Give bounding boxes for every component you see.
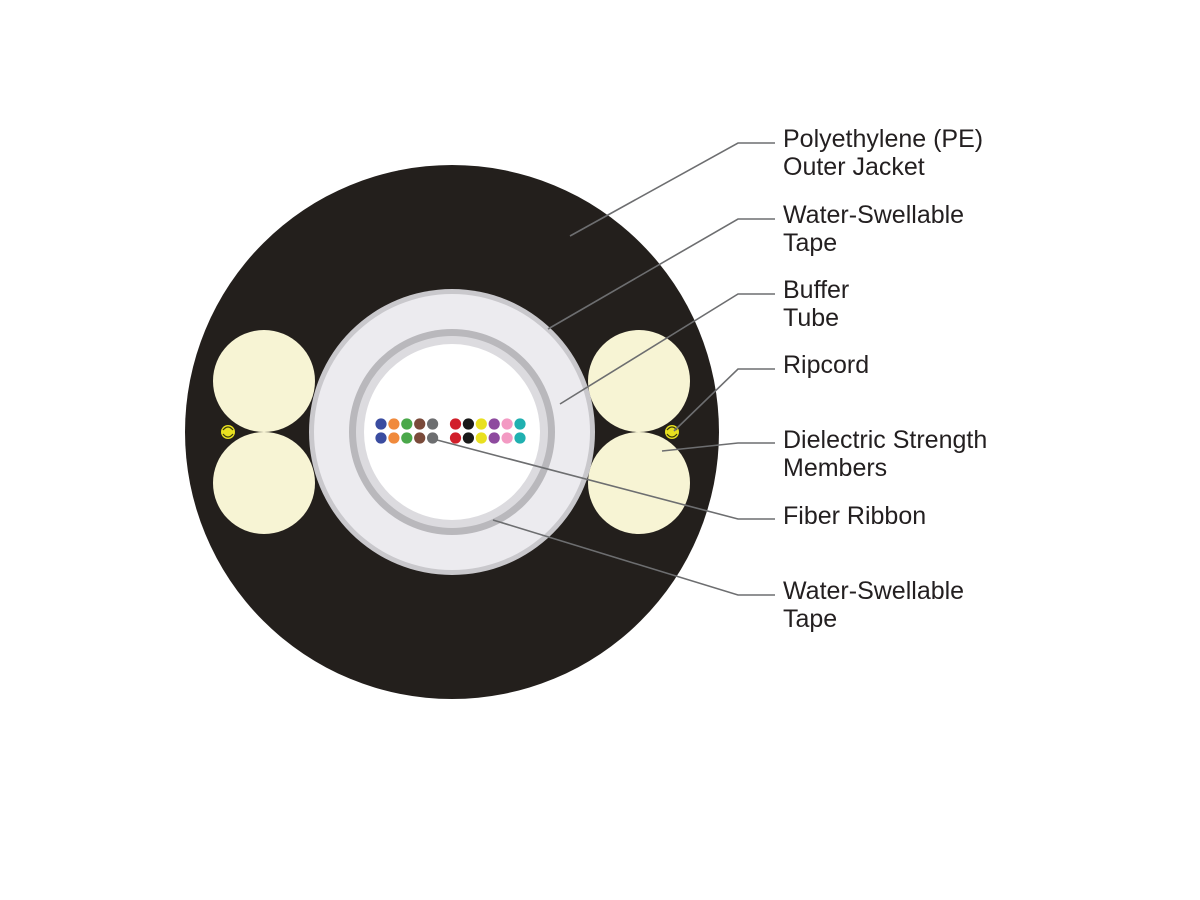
leader-line-water-tape-inner	[492, 519, 775, 596]
label-pe-outer-jacket: Polyethylene (PE) Outer Jacket	[783, 125, 983, 181]
fiber-row1-7	[462, 418, 474, 430]
strength-member-bottom-left	[213, 432, 315, 534]
fiber-row2-6	[449, 432, 462, 444]
ripcord-left	[221, 425, 235, 439]
label-line: Ripcord	[783, 351, 870, 379]
leader-line-strength-members	[661, 442, 775, 452]
fiber-row2-5	[427, 432, 439, 444]
fiber-row1-8	[475, 418, 487, 430]
fiber-row1-2	[388, 418, 400, 430]
label-water-swellable-tape-inner: Water-Swellable Tape	[783, 577, 964, 633]
fiber-row1-1	[375, 418, 387, 430]
leader-lines	[436, 142, 775, 596]
leader-line-buffer-tube	[559, 293, 775, 405]
fiber-row2-11	[514, 432, 526, 444]
strength-member-top-left	[213, 330, 315, 432]
fiber-row1-6	[449, 418, 462, 430]
fiber-row2-7	[462, 432, 474, 444]
label-line: Outer Jacket	[783, 153, 925, 181]
label-line: Buffer	[783, 276, 850, 304]
strength-member-bottom-right	[588, 432, 690, 534]
fiber-row2-4	[414, 432, 426, 444]
label-line: Water-Swellable	[783, 577, 965, 605]
fiber-ribbon	[375, 418, 526, 444]
label-line: Water-Swellable	[783, 201, 965, 229]
label-line: Members	[783, 454, 888, 482]
fiber-row1-3	[401, 418, 413, 430]
label-line: Fiber Ribbon	[783, 502, 927, 530]
fiber-row1-10	[501, 418, 513, 430]
fiber-row2-8	[475, 432, 487, 444]
leader-line-fiber-ribbon	[436, 439, 775, 520]
tube-core	[364, 344, 540, 520]
label-fiber-ribbon: Fiber Ribbon	[783, 502, 926, 530]
fiber-row1-4	[414, 418, 426, 430]
label-line: Tape	[783, 229, 838, 257]
fiber-row2-10	[501, 432, 513, 444]
fiber-row2-1	[375, 432, 387, 444]
fiber-row2-3	[401, 432, 413, 444]
label-water-swellable-tape-outer: Water-Swellable Tape	[783, 201, 964, 257]
label-line: Polyethylene (PE)	[783, 125, 984, 153]
fiber-row1-11	[514, 418, 526, 430]
fiber-row1-9	[488, 418, 500, 430]
label-buffer-tube: Buffer Tube	[783, 276, 849, 332]
leader-line-pe-jacket	[569, 142, 775, 237]
fiber-row2-2	[388, 432, 400, 444]
label-line: Tape	[783, 605, 838, 633]
label-dielectric-strength-members: Dielectric Strength Members	[783, 426, 987, 482]
leader-line-ripcord	[673, 368, 775, 432]
label-ripcord: Ripcord	[783, 351, 869, 379]
fiber-row2-9	[488, 432, 500, 444]
label-line: Tube	[783, 304, 840, 332]
strength-member-top-right	[588, 330, 690, 432]
fiber-row1-5	[427, 418, 439, 430]
label-line: Dielectric Strength	[783, 426, 988, 454]
leader-line-water-tape-outer	[547, 218, 775, 330]
